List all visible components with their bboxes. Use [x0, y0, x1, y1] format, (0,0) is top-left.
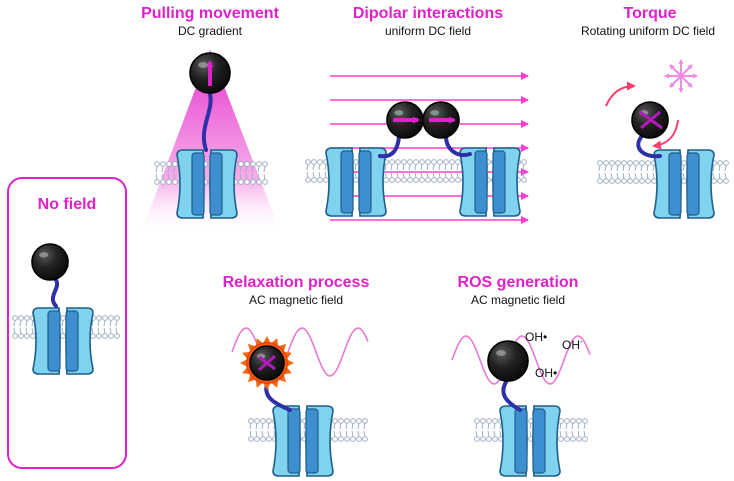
ros-species: OH• [525, 330, 547, 344]
channel-pore-right [686, 152, 700, 216]
ros-species: OH• [535, 366, 557, 380]
panel-ros: ROS generation AC magnetic field OH• OH-… [451, 274, 591, 477]
ion-channel [272, 405, 334, 477]
membrane [474, 418, 588, 442]
ion-channel [176, 149, 238, 219]
ion-channel [32, 307, 94, 375]
ion-channel [499, 405, 561, 477]
tether [50, 276, 60, 308]
magnetic-nanoparticle-icon [487, 340, 529, 382]
ac-field-wave [451, 335, 591, 385]
channel-pore-right [492, 150, 506, 214]
torque-title: Torque [623, 5, 676, 22]
panel-no-field: No field [7, 177, 127, 469]
channel-pore-left [191, 152, 205, 216]
panel-relaxation: Relaxation process AC magnetic field [223, 274, 370, 477]
ion-channel [653, 149, 715, 219]
ros-species: OH- [562, 337, 583, 352]
channel-pore-right [305, 408, 319, 474]
channel-pore-left [668, 152, 682, 216]
field-gradient-beam [140, 50, 282, 236]
pulling-title: Pulling movement [141, 5, 279, 22]
channel-pore-left [474, 150, 488, 214]
channel-pore-right [358, 150, 372, 214]
pulling-subtitle: DC gradient [178, 24, 243, 38]
channel-pore-right [209, 152, 223, 216]
dipolar-title: Dipolar interactions [353, 5, 503, 22]
channel-pore-left [340, 150, 354, 214]
tether [201, 88, 213, 152]
channel-pore-right [532, 408, 546, 474]
panel-pulling: Pulling movement DC gradient [140, 5, 282, 236]
rotation-arrow-icon [652, 119, 679, 150]
panel-dipolar: Dipolar interactions uniform DC field [305, 5, 529, 224]
ac-field-wave [231, 327, 369, 377]
ros-subtitle: AC magnetic field [471, 293, 565, 307]
channel-pore-left [287, 408, 301, 474]
dipolar-subtitle: uniform DC field [385, 24, 471, 38]
magnetic-nanoparticle-icon [31, 243, 69, 281]
tether [444, 134, 472, 157]
ion-channel [325, 147, 387, 217]
tether [636, 134, 662, 159]
channel-pore-left [514, 408, 528, 474]
panel-torque: Torque Rotating uniform DC field [581, 5, 729, 219]
channel-pore-right [65, 310, 79, 372]
torque-subtitle: Rotating uniform DC field [581, 24, 715, 38]
tether [501, 380, 522, 412]
tether [378, 134, 401, 159]
relaxation-subtitle: AC magnetic field [249, 293, 343, 307]
no-field-title: No field [38, 196, 97, 213]
channel-pore-left [47, 310, 61, 372]
rotation-arrow-icon [605, 81, 636, 107]
ion-channel [459, 147, 521, 217]
rotating-field-star-icon [664, 59, 698, 93]
magnetic-moment-arrow-icon [639, 110, 663, 130]
magnetic-moment-arrow-icon [258, 354, 276, 372]
relaxation-title: Relaxation process [223, 274, 370, 291]
ros-title: ROS generation [458, 274, 579, 291]
